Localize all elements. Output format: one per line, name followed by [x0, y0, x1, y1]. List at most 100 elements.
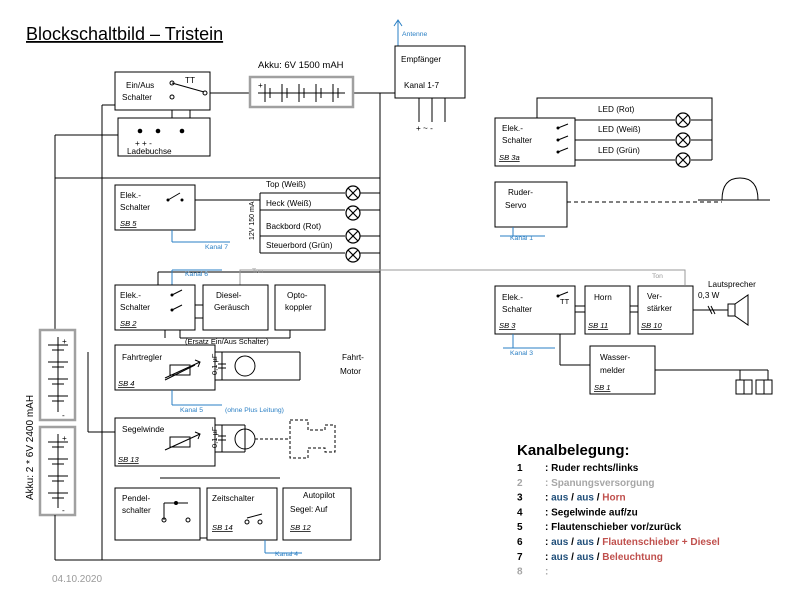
diesel-sound: Diesel- Geräusch	[202, 284, 269, 331]
kanal-row-number: 8	[517, 567, 523, 578]
kanal5-note: (ohne Plus Leitung)	[225, 407, 284, 414]
timer-label: Zeitschalter	[212, 494, 255, 503]
kanal5-label: Kanal 5	[180, 407, 203, 414]
receiver-pins: + ~ -	[416, 124, 433, 133]
kanal-row-text: : aus / aus / Horn	[545, 493, 626, 504]
main-battery: Akku: 6V 1500 mAH +	[248, 60, 355, 109]
kanal-row-text: : aus / aus / Flautenschieber + Diesel	[545, 537, 720, 548]
kanal-row-number: 3	[517, 493, 523, 504]
servo-label-1: Ruder-	[508, 188, 533, 197]
sb4-label: Fahrtregler	[122, 353, 162, 362]
svg-text:-: -	[62, 506, 65, 515]
receiver-label: Empfänger	[401, 55, 441, 64]
svg-text:+: +	[62, 337, 67, 346]
autopilot: Autopilot Segel: Auf SB 12 Kanal 4	[264, 487, 352, 558]
led-wiring: LED (Rot) LED (Weiß) LED (Grün)	[536, 97, 713, 168]
capacitor-1: 0,1 µF	[210, 352, 226, 380]
receiver: Empfänger Kanal 1-7 + ~ -	[394, 45, 466, 133]
light-2: Heck (Weiß)	[266, 199, 312, 208]
horn: Horn SB 11	[575, 285, 631, 335]
kanal-row-text: : Segelwinde auf/zu	[545, 507, 638, 518]
kanal1-label: Kanal 1	[510, 235, 533, 242]
kanal-row-number: 7	[517, 552, 523, 563]
sb3a-switch: Elek.- Schalter SB 3a	[494, 117, 576, 167]
svg-text:+: +	[258, 81, 263, 90]
lamp-icon	[345, 228, 361, 244]
diesel-label-1: Diesel-	[216, 291, 242, 300]
svg-text:TT: TT	[185, 76, 195, 85]
kanal-row-number: 6	[517, 537, 523, 548]
ton-line: Ton Ton Kanal 6	[171, 268, 686, 285]
amp-label-1: Ver-	[647, 292, 662, 301]
antenna: Antenne	[393, 19, 428, 48]
lamp-icon	[345, 247, 361, 263]
page-title: Blockschaltbild – Tristein	[26, 24, 223, 44]
led-1: LED (Rot)	[598, 105, 635, 114]
speaker-label-1: Lautsprecher	[708, 280, 756, 289]
kanalbelegung-heading: Kanalbelegung:	[517, 442, 630, 459]
sb3-label-2: Schalter	[502, 305, 532, 314]
speaker-icon: Lautsprecher 0,3 W	[693, 280, 756, 326]
sb13-sail-winch: Segelwinde SB 13	[114, 417, 216, 467]
led-2: LED (Weiß)	[598, 125, 641, 134]
sb3-label-1: Elek.-	[502, 293, 523, 302]
charge-socket: + + - Ladebuchse	[117, 117, 211, 157]
lamp-icon	[345, 205, 361, 221]
sb5-switch: Elek.- Schalter SB 5 Kanal 7	[114, 184, 230, 251]
water-id: SB 1	[594, 383, 610, 392]
motor-label-1: Fahrt-	[342, 353, 364, 362]
onoff-label-2: Schalter	[122, 93, 152, 102]
water-sensor: Wasser- melder SB 1	[589, 345, 773, 395]
timer-switch: Zeitschalter SB 14	[206, 487, 278, 541]
sb5-label-2: Schalter	[120, 203, 150, 212]
led-3: LED (Grün)	[598, 146, 640, 155]
side-battery: + - + - Akku: 2 * 6V 2400 mAH	[25, 328, 102, 561]
lamp-icon	[675, 112, 691, 128]
water-label-2: melder	[600, 366, 625, 375]
kanal-row-number: 1	[517, 463, 523, 474]
kanal7-label: Kanal 7	[205, 244, 228, 251]
ton-label-1: Ton	[252, 268, 263, 275]
kanal5-line: Kanal 5 (ohne Plus Leitung)	[171, 390, 284, 414]
lights-current: 12V 150 mA	[249, 201, 256, 240]
opto-label-2: koppler	[285, 303, 312, 312]
capacitor-2: 0,1 µF	[210, 425, 226, 452]
lamp-icon	[345, 185, 361, 201]
kanal-row-text: : Spanungsversorgung	[545, 478, 654, 489]
water-label-1: Wasser-	[600, 353, 630, 362]
kanal-row-number: 4	[517, 507, 523, 518]
ton-label-2: Ton	[652, 273, 663, 280]
sb13-id: SB 13	[118, 455, 139, 464]
charge-label: Ladebuchse	[127, 147, 172, 156]
diesel-label-2: Geräusch	[214, 303, 250, 312]
sb13-label: Segelwinde	[122, 425, 165, 434]
horn-id: SB 11	[588, 321, 608, 330]
kanal-row-text: :	[545, 567, 548, 578]
antenna-label: Antenne	[402, 31, 428, 38]
amplifier: Ver- stärker SB 10	[630, 285, 694, 335]
cap2-label: 0,1 µF	[210, 426, 219, 448]
pendulum-switch: Pendel- schalter	[114, 487, 201, 541]
motor-icon	[234, 355, 256, 377]
optocoupler: Opto- koppler	[274, 284, 326, 331]
sb3-switch: Elek.- Schalter SB 3 TT Kanal 3	[494, 285, 590, 366]
kanal6-label: Kanal 6	[185, 271, 208, 278]
kanal4-label: Kanal 4	[275, 551, 298, 558]
sb3-id: SB 3	[499, 321, 516, 330]
lights-group: 12V 150 mA Top (Weiß) Heck (Weiß) Backbo…	[249, 180, 361, 263]
autopilot-id: SB 12	[290, 523, 311, 532]
side-battery-label: Akku: 2 * 6V 2400 mAH	[25, 395, 36, 500]
svg-text:+: +	[62, 434, 67, 443]
kanal-row-number: 2	[517, 478, 523, 489]
sb2-label-1: Elek.-	[120, 291, 141, 300]
sb4-id: SB 4	[118, 379, 134, 388]
pendel-label-2: schalter	[122, 506, 151, 515]
sb3a-label-1: Elek.-	[502, 124, 523, 133]
sb3a-id: SB 3a	[499, 153, 520, 162]
servo-label-2: Servo	[505, 201, 527, 210]
onoff-label-1: Ein/Aus	[126, 81, 154, 90]
ersatz-note: (Ersatz Ein/Aus Schalter)	[185, 337, 269, 346]
autopilot-label-2: Segel: Auf	[290, 505, 328, 514]
light-3: Backbord (Rot)	[266, 222, 321, 231]
